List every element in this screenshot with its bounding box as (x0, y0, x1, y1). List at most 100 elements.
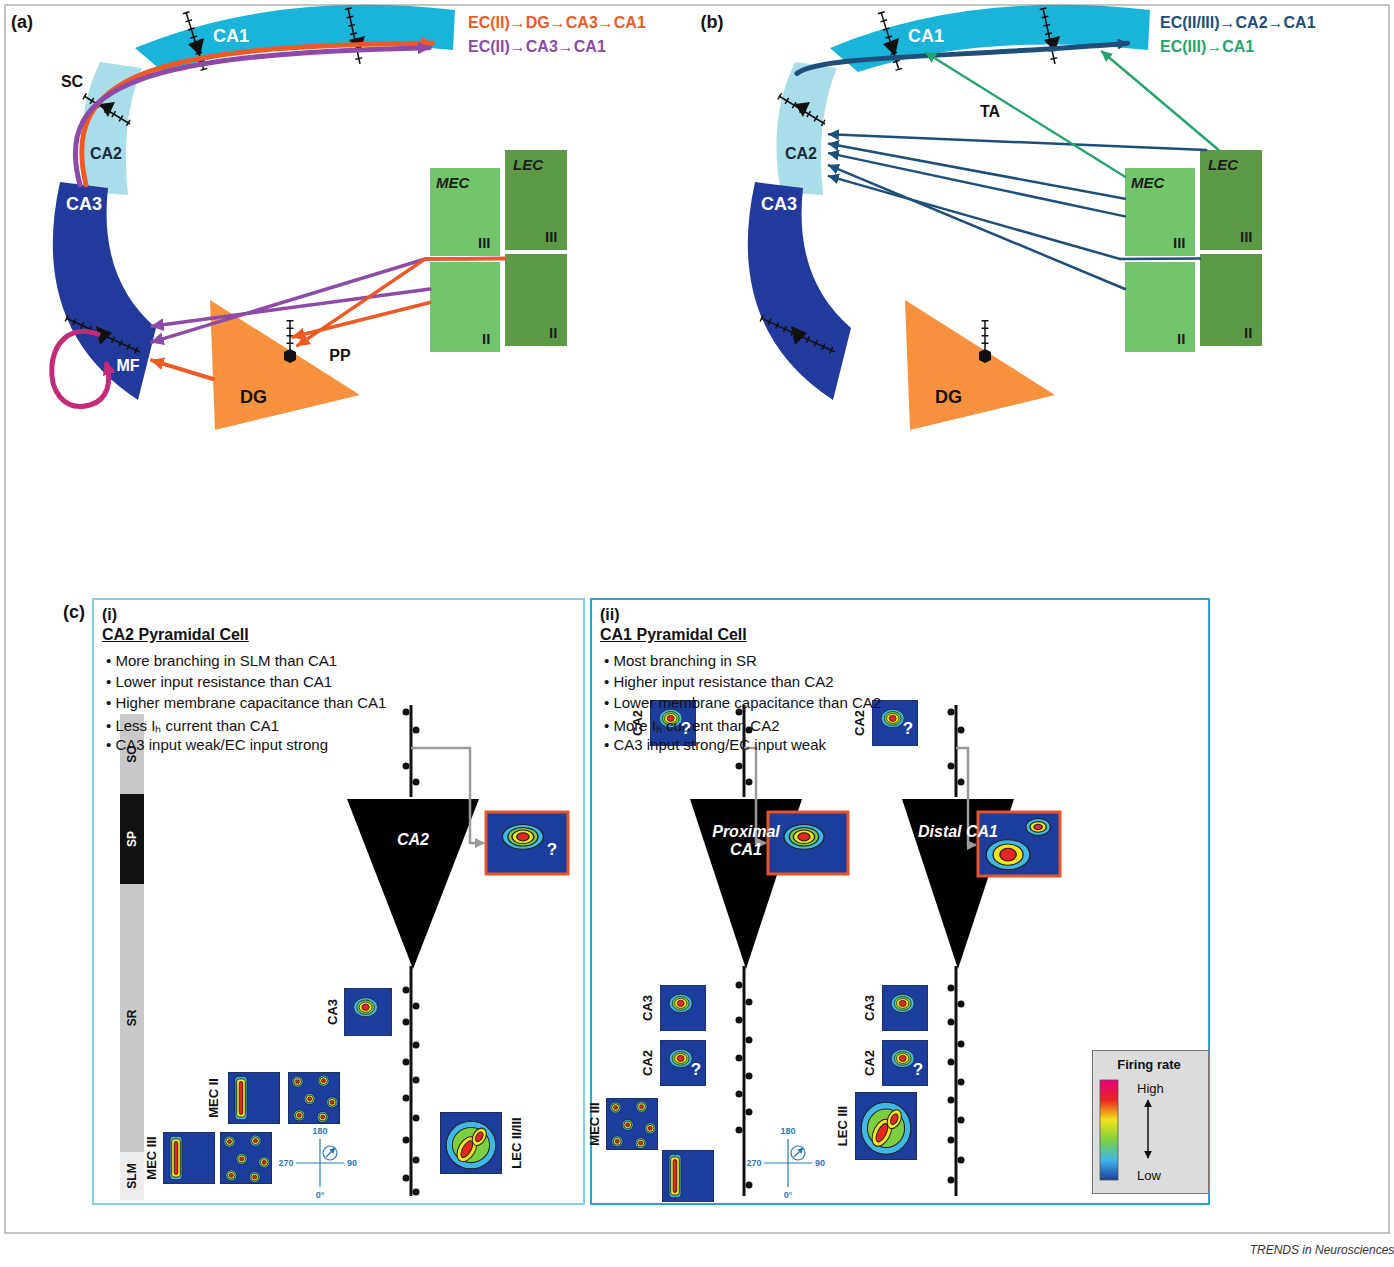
axis-label: MEC III (144, 1136, 159, 1179)
axis-label: CA2 (640, 1050, 655, 1076)
neuron-glyphs (66, 318, 140, 352)
label-text: Firing rate (1093, 1057, 1205, 1072)
label-text: ? (691, 1060, 701, 1080)
spine-dot (948, 1137, 955, 1144)
lec-layer-box: II (505, 254, 567, 346)
pathway-arrow (298, 259, 505, 346)
spine-dot (746, 727, 753, 734)
neuron-glyphs (348, 8, 360, 64)
axis-label: CA3 (640, 995, 655, 1021)
label-text: TA (978, 103, 1002, 121)
mec-layer-box: MECIII (430, 168, 500, 256)
firing-maps (882, 1040, 928, 1086)
spine-dot (746, 1073, 753, 1080)
dentate-gyrus-outline (900, 295, 1060, 435)
spine-dot (958, 727, 965, 734)
neuron-glyphs (349, 36, 365, 52)
ca1-band-shape (135, 5, 455, 72)
spine-dot (403, 1019, 410, 1026)
label-text: 0° (784, 1190, 793, 1200)
label-text: Low (1137, 1168, 1161, 1183)
pathway-arrow (75, 48, 429, 185)
direction-compass (296, 1139, 812, 1187)
ca2-band-shape (776, 62, 837, 195)
spine-dot (736, 1127, 743, 1134)
neuron-glyphs (284, 349, 296, 363)
label-text: SC (59, 73, 85, 91)
output-arrows (956, 748, 976, 845)
ca1-band: CA1 (135, 8, 455, 72)
spine-dot (403, 763, 410, 770)
axis-label: CA2 (862, 1050, 877, 1076)
lec-layer-box: LECIII (505, 150, 567, 250)
dentate-gyrus: DG (900, 295, 1060, 435)
pathway-arrow (926, 53, 1125, 177)
lec-layer-box: LECIII (1200, 150, 1262, 250)
pathway-arrow (1102, 52, 1219, 150)
neuron-glyphs (96, 326, 112, 345)
label-text: 90 (815, 1158, 825, 1168)
bullet-text: • Most branching in SR (604, 652, 757, 669)
spine-dot (413, 779, 420, 786)
spine-dot (958, 1117, 965, 1124)
spine-dot (413, 1077, 420, 1084)
label-text: (b) (701, 12, 724, 33)
dendrite-lines (955, 705, 958, 797)
ca1-band-outline (135, 8, 455, 72)
pathway-arrow (152, 259, 505, 343)
firing-maps (344, 988, 392, 1036)
output-arrows (411, 748, 484, 843)
axis-label: SO (125, 745, 139, 762)
label-text: CA1 (908, 26, 944, 47)
label-text: MEC (436, 174, 469, 191)
label-text: EC(III)→CA1 (1160, 38, 1254, 56)
output-arrows (411, 748, 976, 845)
label-text: ? (547, 840, 557, 860)
bullet-text: • CA3 input weak/EC input strong (106, 736, 328, 753)
neuron-glyphs (188, 38, 204, 56)
spine-dot (958, 1079, 965, 1086)
pathway-arrow (152, 360, 213, 379)
direction-compass (326, 1148, 335, 1157)
bullet-text: • CA3 input strong/EC input weak (604, 736, 826, 753)
figure-frame (5, 5, 1389, 1233)
spine-dot (948, 1177, 955, 1184)
range-arrow (1147, 1100, 1149, 1158)
spine-dot (948, 709, 955, 716)
axis-label: LEC III (835, 1106, 850, 1146)
dendrite-lines (743, 705, 746, 797)
spine-dot (746, 779, 753, 786)
neuron-glyphs (348, 8, 360, 64)
pathway-arrow (829, 144, 1125, 199)
legend-box: Firing rateHighLow (1092, 1050, 1209, 1194)
firing-maps (978, 812, 1060, 876)
neuron-glyphs (66, 8, 365, 363)
label-text: III (1240, 228, 1253, 245)
panel-box: (ii)CA1 Pyramidal Cell• Most branching i… (590, 598, 1210, 1205)
firing-maps (163, 700, 1060, 1202)
label-text: 270 (746, 1158, 761, 1168)
label-text: ? (903, 719, 913, 739)
spine-dot (948, 1059, 955, 1066)
label-text: LEC (513, 156, 543, 173)
label-text: TRENDS in Neurosciences (1250, 1243, 1394, 1257)
axis-label: SR (125, 1010, 139, 1027)
spine-dot (958, 1001, 965, 1008)
firing-maps (440, 1112, 502, 1174)
spine-dot (948, 1097, 955, 1104)
mec-layer-box: II (430, 262, 500, 352)
pyramidal-soma-outline (347, 799, 479, 969)
spine-dot (958, 1041, 965, 1048)
firing-maps (486, 812, 568, 874)
label-text: CA3 (761, 194, 797, 215)
firing-maps (486, 812, 568, 874)
label-text: EC(II/III)→CA2→CA1 (1160, 14, 1316, 32)
pyramidal-soma: Distal CA1 (902, 799, 1014, 969)
spine-dot (403, 987, 410, 994)
label-text: Proximal CA1 (701, 823, 791, 859)
firing-maps (872, 700, 918, 746)
dendritic-spines (403, 709, 965, 1196)
firing-maps (606, 1098, 658, 1150)
spine-dot (413, 1042, 420, 1049)
